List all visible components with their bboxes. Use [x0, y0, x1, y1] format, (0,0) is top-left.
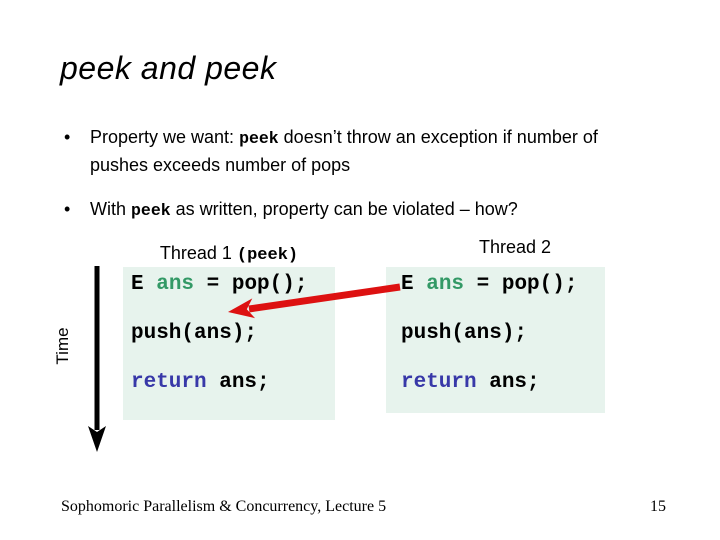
bullet-text: Property we want: peek doesn’t throw an … [90, 124, 650, 179]
bullet-marker: • [64, 199, 71, 219]
code-token: ans; [476, 371, 540, 394]
code-token: = pop(); [194, 273, 308, 296]
bullet-item-violated: • With peek as written, property can be … [62, 196, 650, 224]
bullet-item-property: • Property we want: peek doesn’t throw a… [62, 124, 650, 179]
thread2-header: Thread 2 [478, 237, 552, 257]
code-token-var: ans [426, 273, 465, 296]
code-token: E [401, 273, 427, 296]
code-token: = pop(); [464, 273, 578, 296]
bullet-text: With peek as written, property can be vi… [90, 196, 650, 224]
code-line-return: return ans; [131, 372, 335, 394]
red-interleaving-arrow [228, 283, 401, 319]
code-line-pop: E ans = pop(); [401, 267, 605, 296]
bullet2-code-word: peek [131, 201, 171, 220]
bullet1-post: doesn’t throw an exception if number of … [90, 127, 598, 175]
thread1-header-text: Thread 1 [159, 243, 237, 263]
code-token-keyword: return [131, 371, 207, 394]
bullet2-pre: With [90, 199, 132, 219]
code-token-var: ans [156, 273, 195, 296]
code-line-push: push(ans); [131, 322, 258, 345]
thread2-code-block: E ans = pop(); push(ans); return ans; [386, 267, 605, 413]
time-axis-label: Time [53, 327, 72, 365]
time-axis-arrow [88, 266, 106, 452]
bullet1-code-word: peek [239, 129, 279, 148]
bullet-marker: • [64, 127, 71, 147]
footer-course-title: Sophomoric Parallelism & Concurrency, Le… [61, 498, 387, 515]
code-token: E [131, 273, 157, 296]
thread1-header-peek: (peek) [236, 246, 299, 265]
code-token: ans; [206, 371, 270, 394]
thread1-header: Thread 1 (peek) [123, 243, 335, 265]
thread1-code-block: E ans = pop(); push(ans); return ans; [123, 267, 335, 420]
page-title: peek and peek [60, 50, 277, 86]
code-line-pop: E ans = pop(); [131, 267, 335, 296]
code-line-return: return ans; [401, 372, 605, 394]
code-line-push: push(ans); [401, 322, 528, 345]
footer-page-number: 15 [650, 498, 666, 515]
bullet1-pre: Property we want: [90, 127, 240, 147]
bullet2-post: as written, property can be violated – h… [170, 199, 518, 219]
code-token-keyword: return [401, 371, 477, 394]
